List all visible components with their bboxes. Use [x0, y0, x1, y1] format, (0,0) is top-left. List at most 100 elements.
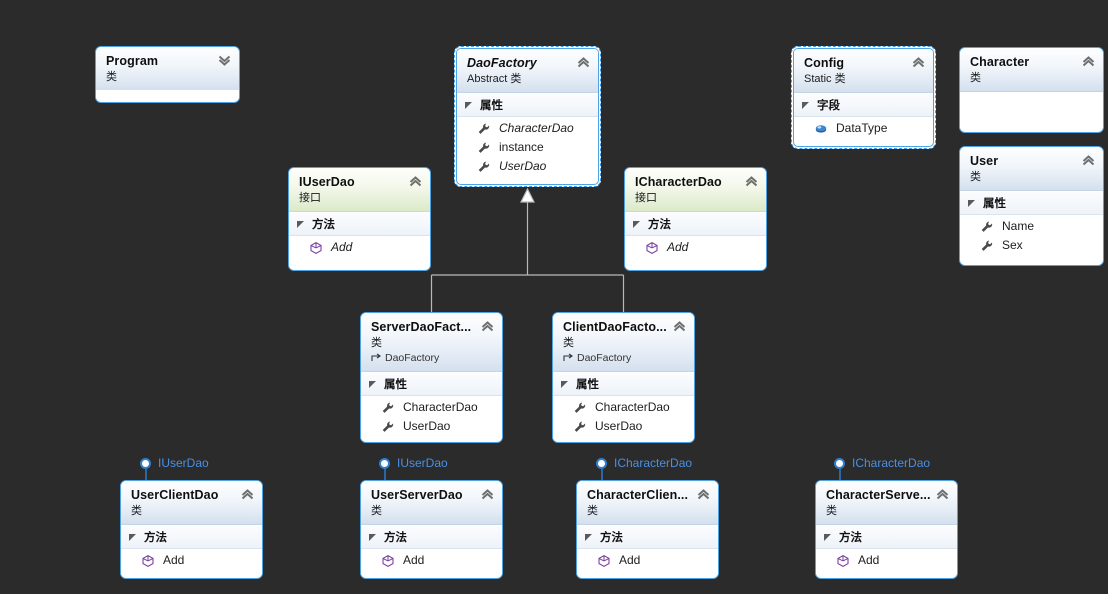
section-label: 属性	[480, 100, 503, 112]
chevron-down-icon[interactable]	[218, 55, 231, 66]
section-header-properties[interactable]: 属性	[457, 93, 598, 117]
class-node-program[interactable]: Program 类	[95, 46, 240, 103]
expander-triangle-icon[interactable]	[633, 220, 641, 228]
expander-triangle-icon[interactable]	[129, 533, 137, 541]
class-node-characterserverdao[interactable]: CharacterServe... 类 方法	[815, 480, 958, 579]
section-label: 方法	[600, 532, 623, 544]
lollipop-label: ICharacterDao	[852, 456, 931, 470]
node-header: ClientDaoFacto... 类 DaoFactory	[553, 313, 694, 372]
member-list: Add	[577, 549, 718, 575]
node-title: IUserDao	[299, 175, 355, 189]
expander-triangle-icon[interactable]	[465, 101, 473, 109]
class-node-characterclientdao[interactable]: CharacterClien... 类 方法	[576, 480, 719, 579]
member-row[interactable]: CharacterDao	[457, 119, 598, 138]
section-header-properties[interactable]: 属性	[960, 191, 1103, 215]
chevron-up-icon[interactable]	[912, 57, 925, 68]
expander-triangle-icon[interactable]	[824, 533, 832, 541]
member-row[interactable]: instance	[457, 138, 598, 157]
member-row[interactable]: Add	[816, 551, 957, 570]
expander-triangle-icon[interactable]	[561, 380, 569, 388]
interface-lollipop-icon[interactable]	[596, 458, 607, 469]
class-node-character[interactable]: Character 类	[959, 47, 1104, 133]
property-icon	[574, 421, 586, 432]
chevron-up-icon[interactable]	[409, 176, 422, 187]
expander-triangle-icon[interactable]	[369, 533, 377, 541]
node-header: Config Static 类	[794, 49, 933, 93]
inheritance-arrow-icon	[371, 353, 381, 361]
property-icon	[478, 142, 490, 153]
expander-triangle-icon[interactable]	[802, 101, 810, 109]
method-icon	[646, 241, 658, 254]
class-node-daofactory[interactable]: DaoFactory Abstract 类 属性 Characte	[454, 46, 601, 187]
member-row[interactable]: Add	[577, 551, 718, 570]
chevron-up-icon[interactable]	[745, 176, 758, 187]
member-name: Add	[403, 553, 425, 567]
class-node-iuserdao[interactable]: IUserDao 接口 方法 Add	[288, 167, 431, 271]
section-header-methods[interactable]: 方法	[625, 212, 766, 236]
node-base-type: DaoFactory	[577, 352, 632, 364]
expander-triangle-icon[interactable]	[297, 220, 305, 228]
class-node-icharacterdao[interactable]: ICharacterDao 接口 方法	[624, 167, 767, 271]
member-row[interactable]: UserDao	[361, 417, 502, 436]
node-title: CharacterClien...	[587, 488, 689, 502]
class-node-user[interactable]: User 类 属性 Name	[959, 146, 1104, 266]
section-label: 方法	[312, 219, 335, 231]
member-list: CharacterDao UserDao	[361, 396, 502, 441]
member-row[interactable]: Add	[121, 551, 262, 570]
method-icon	[837, 554, 849, 567]
member-row[interactable]: DataType	[794, 119, 933, 138]
chevron-up-icon[interactable]	[577, 57, 590, 68]
section-header-methods[interactable]: 方法	[816, 525, 957, 549]
member-row[interactable]: Add	[289, 238, 430, 257]
section-label: 字段	[817, 100, 840, 112]
node-kind: 类	[371, 337, 382, 349]
member-name: CharacterDao	[595, 400, 670, 414]
property-icon	[981, 240, 993, 251]
class-node-clientdaofactory[interactable]: ClientDaoFacto... 类 DaoFactory	[552, 312, 695, 443]
interface-lollipop-icon[interactable]	[379, 458, 390, 469]
expander-triangle-icon[interactable]	[369, 380, 377, 388]
chevron-up-icon[interactable]	[673, 321, 686, 332]
chevron-up-icon[interactable]	[481, 489, 494, 500]
class-node-userserverdao[interactable]: UserServerDao 类 方法 A	[360, 480, 503, 579]
class-node-config[interactable]: Config Static 类 字段	[791, 46, 936, 149]
chevron-up-icon[interactable]	[481, 321, 494, 332]
node-kind: 接口	[635, 192, 657, 204]
member-row[interactable]: Add	[625, 238, 766, 257]
section-header-properties[interactable]: 属性	[553, 372, 694, 396]
member-name: Add	[619, 553, 641, 567]
section-header-methods[interactable]: 方法	[577, 525, 718, 549]
interface-lollipop-icon[interactable]	[834, 458, 845, 469]
section-header-properties[interactable]: 属性	[361, 372, 502, 396]
section-header-methods[interactable]: 方法	[361, 525, 502, 549]
node-kind: 类	[970, 171, 981, 183]
interface-lollipop-icon[interactable]	[140, 458, 151, 469]
chevron-up-icon[interactable]	[697, 489, 710, 500]
member-row[interactable]: Name	[960, 217, 1103, 236]
node-kind: Static 类	[804, 73, 846, 85]
expander-triangle-icon[interactable]	[968, 199, 976, 207]
node-title: Config	[804, 56, 845, 70]
node-header: CharacterClien... 类	[577, 481, 718, 525]
chevron-up-icon[interactable]	[1082, 56, 1095, 67]
method-icon	[310, 241, 322, 254]
member-row[interactable]: CharacterDao	[553, 398, 694, 417]
chevron-up-icon[interactable]	[1082, 155, 1095, 166]
chevron-up-icon[interactable]	[241, 489, 254, 500]
member-name: Sex	[1002, 238, 1023, 252]
member-row[interactable]: CharacterDao	[361, 398, 502, 417]
section-header-fields[interactable]: 字段	[794, 93, 933, 117]
node-header: UserClientDao 类	[121, 481, 262, 525]
member-name: DataType	[836, 121, 888, 135]
section-header-methods[interactable]: 方法	[121, 525, 262, 549]
chevron-up-icon[interactable]	[936, 489, 949, 500]
section-header-methods[interactable]: 方法	[289, 212, 430, 236]
class-node-serverdaofactory[interactable]: ServerDaoFact... 类 DaoFactory	[360, 312, 503, 443]
expander-triangle-icon[interactable]	[585, 533, 593, 541]
member-row[interactable]: UserDao	[457, 157, 598, 176]
member-row[interactable]: UserDao	[553, 417, 694, 436]
class-node-userclientdao[interactable]: UserClientDao 类 方法 A	[120, 480, 263, 579]
member-row[interactable]: Add	[361, 551, 502, 570]
member-row[interactable]: Sex	[960, 236, 1103, 255]
